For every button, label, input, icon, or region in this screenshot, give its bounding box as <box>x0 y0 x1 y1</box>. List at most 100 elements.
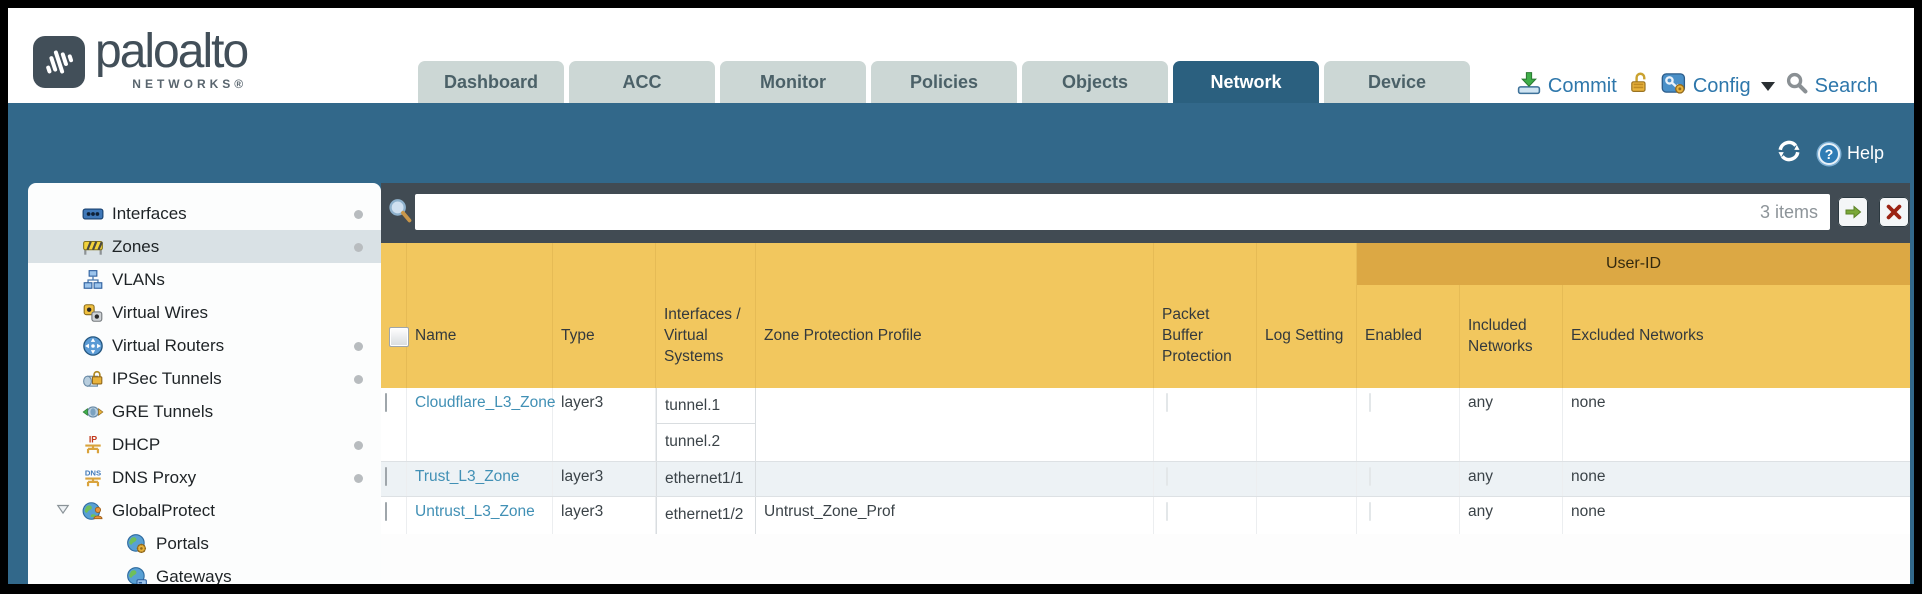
packet-buffer-checkbox[interactable] <box>1166 502 1168 521</box>
item-dot <box>354 440 363 450</box>
zone-name-link[interactable]: Untrust_L3_Zone <box>415 503 535 520</box>
main-tabs: Dashboard ACC Monitor Policies Objects N… <box>418 61 1470 103</box>
dhcp-icon: IP <box>82 434 104 456</box>
network-sidebar: Interfaces Zones <box>28 183 381 584</box>
excluded-networks: none <box>1571 394 1606 411</box>
table-row: Untrust_L3_Zone layer3 ethernet1/2 Untru… <box>381 497 1910 535</box>
sidebar-item-virtual-routers[interactable]: Virtual Routers <box>28 329 381 362</box>
table-row: Cloudflare_L3_Zone layer3 tunnel.1 tunne… <box>381 388 1910 462</box>
paloalto-logo: paloalto NETWORKS® <box>33 25 249 91</box>
svg-text:?: ? <box>1825 146 1834 162</box>
refresh-icon[interactable] <box>1775 137 1803 170</box>
zones-icon <box>82 236 104 258</box>
column-header-name[interactable]: Name <box>407 243 553 388</box>
vlans-icon <box>82 269 104 291</box>
tab-network[interactable]: Network <box>1173 61 1319 103</box>
sidebar-item-dns-proxy[interactable]: DNS DNS Proxy <box>28 461 381 494</box>
apply-filter-button[interactable] <box>1838 197 1868 227</box>
included-networks: any <box>1460 388 1563 461</box>
zones-content: 3 items Name Type Interfaces / Virtual S… <box>381 183 1910 584</box>
column-header-included-networks[interactable]: Included Networks <box>1460 243 1563 388</box>
sidebar-item-portals[interactable]: Portals <box>28 527 381 560</box>
commit-button[interactable]: Commit <box>1516 70 1617 102</box>
dns-proxy-icon: DNS <box>82 467 104 489</box>
globalprotect-icon <box>82 500 104 522</box>
gre-tunnels-icon <box>82 401 104 423</box>
tab-monitor[interactable]: Monitor <box>720 61 866 103</box>
packet-buffer-checkbox[interactable] <box>1166 467 1168 486</box>
unlock-icon <box>1627 71 1651 101</box>
column-header-enabled[interactable]: Enabled <box>1357 243 1460 388</box>
top-bar: paloalto NETWORKS® Dashboard ACC Monitor… <box>8 8 1914 103</box>
excluded-networks: none <box>1571 468 1606 485</box>
excluded-networks: none <box>1571 503 1606 520</box>
search-icon <box>1785 71 1809 101</box>
search-button[interactable]: Search <box>1785 71 1878 101</box>
item-dot <box>354 242 363 252</box>
zones-table-body: Cloudflare_L3_Zone layer3 tunnel.1 tunne… <box>381 388 1910 535</box>
filter-input-wrap: 3 items <box>415 194 1830 230</box>
zone-name-link[interactable]: Trust_L3_Zone <box>415 468 520 485</box>
brand-name: paloalto <box>95 25 249 78</box>
help-icon[interactable]: ? Help <box>1815 140 1884 168</box>
column-header-interfaces[interactable]: Interfaces / Virtual Systems <box>656 243 756 388</box>
sidebar-item-zones[interactable]: Zones <box>28 230 381 263</box>
chevron-down-icon <box>1760 81 1775 91</box>
log-setting <box>1257 388 1357 461</box>
sidebar-item-dhcp[interactable]: IP DHCP <box>28 428 381 461</box>
config-dropdown[interactable]: Config <box>1661 70 1775 102</box>
gateways-icon <box>126 566 148 584</box>
svg-text:DNS: DNS <box>85 468 101 477</box>
virtual-routers-icon <box>82 335 104 357</box>
sidebar-item-globalprotect[interactable]: GlobalProtect <box>28 494 381 527</box>
zone-interfaces: ethernet1/1 <box>656 462 756 496</box>
interface-entry: ethernet1/2 <box>665 506 744 523</box>
expander-icon[interactable] <box>56 502 70 521</box>
virtual-wires-icon <box>82 302 104 324</box>
config-icon <box>1661 70 1687 102</box>
sidebar-item-vlans[interactable]: VLANs <box>28 263 381 296</box>
filter-input[interactable] <box>415 202 1760 222</box>
packet-buffer-checkbox[interactable] <box>1166 393 1168 412</box>
column-header-log-setting[interactable]: Log Setting <box>1257 243 1357 388</box>
lock-button[interactable] <box>1627 71 1651 101</box>
select-all-cell <box>381 243 409 388</box>
tab-device[interactable]: Device <box>1324 61 1470 103</box>
tab-acc[interactable]: ACC <box>569 61 715 103</box>
table-row: Trust_L3_Zone layer3 ethernet1/1 any non… <box>381 462 1910 497</box>
row-checkbox[interactable] <box>385 502 387 521</box>
tab-objects[interactable]: Objects <box>1022 61 1168 103</box>
zone-interfaces: tunnel.1 tunnel.2 <box>656 388 756 461</box>
zone-name-link[interactable]: Cloudflare_L3_Zone <box>415 394 556 411</box>
tab-dashboard[interactable]: Dashboard <box>418 61 564 103</box>
sidebar-item-gre-tunnels[interactable]: GRE Tunnels <box>28 395 381 428</box>
column-header-excluded-networks[interactable]: Excluded Networks <box>1571 327 1704 345</box>
included-networks: any <box>1460 497 1563 534</box>
zone-protection-profile <box>756 388 1154 461</box>
row-checkbox[interactable] <box>385 467 387 486</box>
item-dot <box>354 341 363 351</box>
zone-type: layer3 <box>553 388 656 461</box>
commit-icon <box>1516 70 1542 102</box>
column-header-packet-buffer-protection[interactable]: Packet Buffer Protection <box>1154 243 1257 388</box>
select-all-checkbox[interactable] <box>389 326 409 347</box>
clear-filter-button[interactable] <box>1879 197 1909 227</box>
interface-entry: tunnel.2 <box>665 433 721 450</box>
item-dot <box>354 209 363 219</box>
help-label: Help <box>1846 143 1884 163</box>
paloalto-logo-icon <box>33 36 85 88</box>
sidebar-item-gateways[interactable]: Gateways <box>28 560 381 584</box>
column-header-zone-protection-profile[interactable]: Zone Protection Profile <box>756 243 1154 388</box>
tab-policies[interactable]: Policies <box>871 61 1017 103</box>
sidebar-item-virtual-wires[interactable]: Virtual Wires <box>28 296 381 329</box>
user-id-enabled-checkbox[interactable] <box>1369 467 1371 486</box>
sidebar-item-interfaces[interactable]: Interfaces <box>28 197 381 230</box>
brand-subtitle: NETWORKS® <box>132 77 248 91</box>
user-id-enabled-checkbox[interactable] <box>1369 393 1371 412</box>
user-id-enabled-checkbox[interactable] <box>1369 502 1371 521</box>
included-networks: any <box>1460 462 1563 496</box>
sidebar-item-ipsec-tunnels[interactable]: IPSec Tunnels <box>28 362 381 395</box>
column-header-type[interactable]: Type <box>553 243 656 388</box>
row-checkbox[interactable] <box>385 393 387 412</box>
